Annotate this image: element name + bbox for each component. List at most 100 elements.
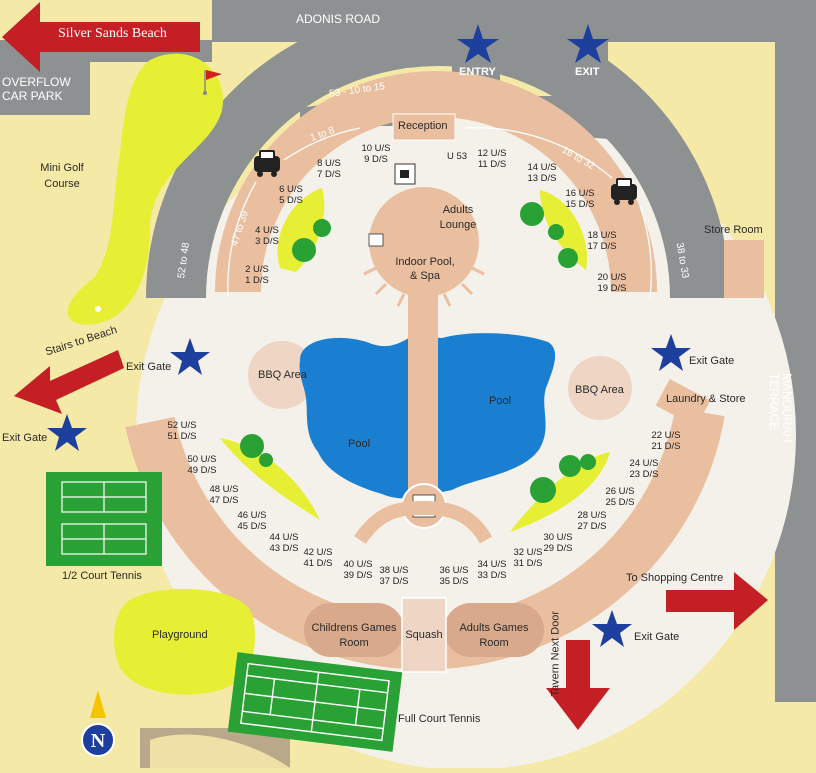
garden-bottom-left — [220, 438, 320, 520]
car-icon-right — [611, 178, 637, 205]
overflow-label-2: CAR PARK — [2, 89, 63, 103]
unit-label: U 53 — [446, 151, 468, 162]
exit-gate-label-4: Exit Gate — [634, 631, 680, 643]
garden-bottom-right — [510, 452, 610, 532]
pool-bridge — [408, 336, 438, 498]
adonis-road-label: ADONIS ROAD — [296, 12, 381, 26]
mini-golf-label-2: Course — [44, 178, 80, 190]
bbq-label-left: BBQ Area — [258, 369, 307, 381]
beach-arrow — [2, 2, 200, 72]
tavern-arrow — [546, 640, 610, 730]
adults-games-label-2: Room — [479, 637, 509, 649]
indoor-pool-rays — [363, 266, 485, 310]
indoor-pool-building — [369, 187, 479, 297]
flow-line-right-low — [639, 205, 653, 299]
childrens-games-room — [304, 603, 404, 657]
bbq-label-right: BBQ Area — [575, 384, 624, 396]
garden-top-left — [277, 188, 325, 272]
stairs-arrow — [14, 350, 124, 414]
car-icon-left — [254, 150, 280, 177]
childrens-games-label-2: Room — [339, 637, 369, 649]
childrens-games-label-1: Childrens Games — [311, 622, 397, 634]
mandurah-label: MANDURAH TERRACE — [767, 373, 794, 443]
shopping-label: To Shopping Centre — [626, 572, 724, 584]
reception-label: Reception — [398, 120, 448, 132]
adults-lounge-label-2: Lounge — [439, 219, 477, 231]
indoor-pool-label-2: & Spa — [410, 270, 440, 282]
tavern-label: Tavern Next Door — [549, 610, 562, 697]
full-court-label: Full Court Tennis — [398, 713, 481, 725]
laundry-store — [655, 378, 711, 428]
laundry-label: Laundry & Store — [666, 393, 746, 405]
reception-block — [392, 113, 456, 141]
exit-gate-label-3: Exit Gate — [689, 355, 735, 367]
indoor-pool-label-1: Indoor Pool, — [395, 256, 455, 268]
mini-golf-course — [67, 53, 224, 325]
exit-gate-label-2: Exit Gate — [2, 432, 48, 444]
toilets-icon-upper — [368, 233, 384, 247]
driveway-arc — [146, 6, 730, 299]
flow-line-left-top — [283, 127, 361, 161]
half-court-label: 1/2 Court Tennis — [62, 570, 142, 582]
bbq-area-left — [248, 341, 316, 409]
flow-line-right-top — [463, 127, 613, 179]
star-markers — [47, 24, 691, 647]
trees — [240, 202, 596, 503]
north-arrow-icon — [90, 690, 106, 718]
toilets-ring — [354, 500, 493, 545]
overflow-label-1: OVERFLOW — [2, 75, 71, 89]
store-room — [724, 240, 764, 298]
north-label: N — [90, 730, 106, 752]
adults-games-room — [444, 603, 544, 657]
compass-badge — [81, 723, 115, 757]
top-building-arc — [215, 71, 657, 293]
beach-banner[interactable]: Silver Sands Beach — [58, 26, 167, 41]
pool-label-left: Pool — [348, 438, 371, 450]
mini-golf-label-1: Mini Golf — [40, 162, 84, 174]
bbq-area-right — [568, 356, 632, 420]
shopping-arrow — [666, 572, 768, 630]
adults-games-label-1: Adults Games — [459, 622, 529, 634]
store-room-label: Store Room — [704, 224, 763, 236]
golf-flag-icon — [206, 70, 222, 80]
flow-line-left-low — [227, 181, 257, 297]
pool-label-right: Pool — [489, 395, 512, 407]
playground-label: Playground — [152, 629, 208, 641]
adults-lounge-label-1: Adults — [442, 204, 474, 216]
overflow-car-park — [0, 55, 90, 115]
exit-gate-label-1: Exit Gate — [126, 361, 172, 373]
squash-label: Squash — [405, 629, 443, 641]
playground-area — [114, 588, 256, 695]
exit-label: EXIT — [575, 66, 600, 78]
full-court-tennis — [227, 652, 403, 752]
squash-court — [401, 597, 447, 673]
